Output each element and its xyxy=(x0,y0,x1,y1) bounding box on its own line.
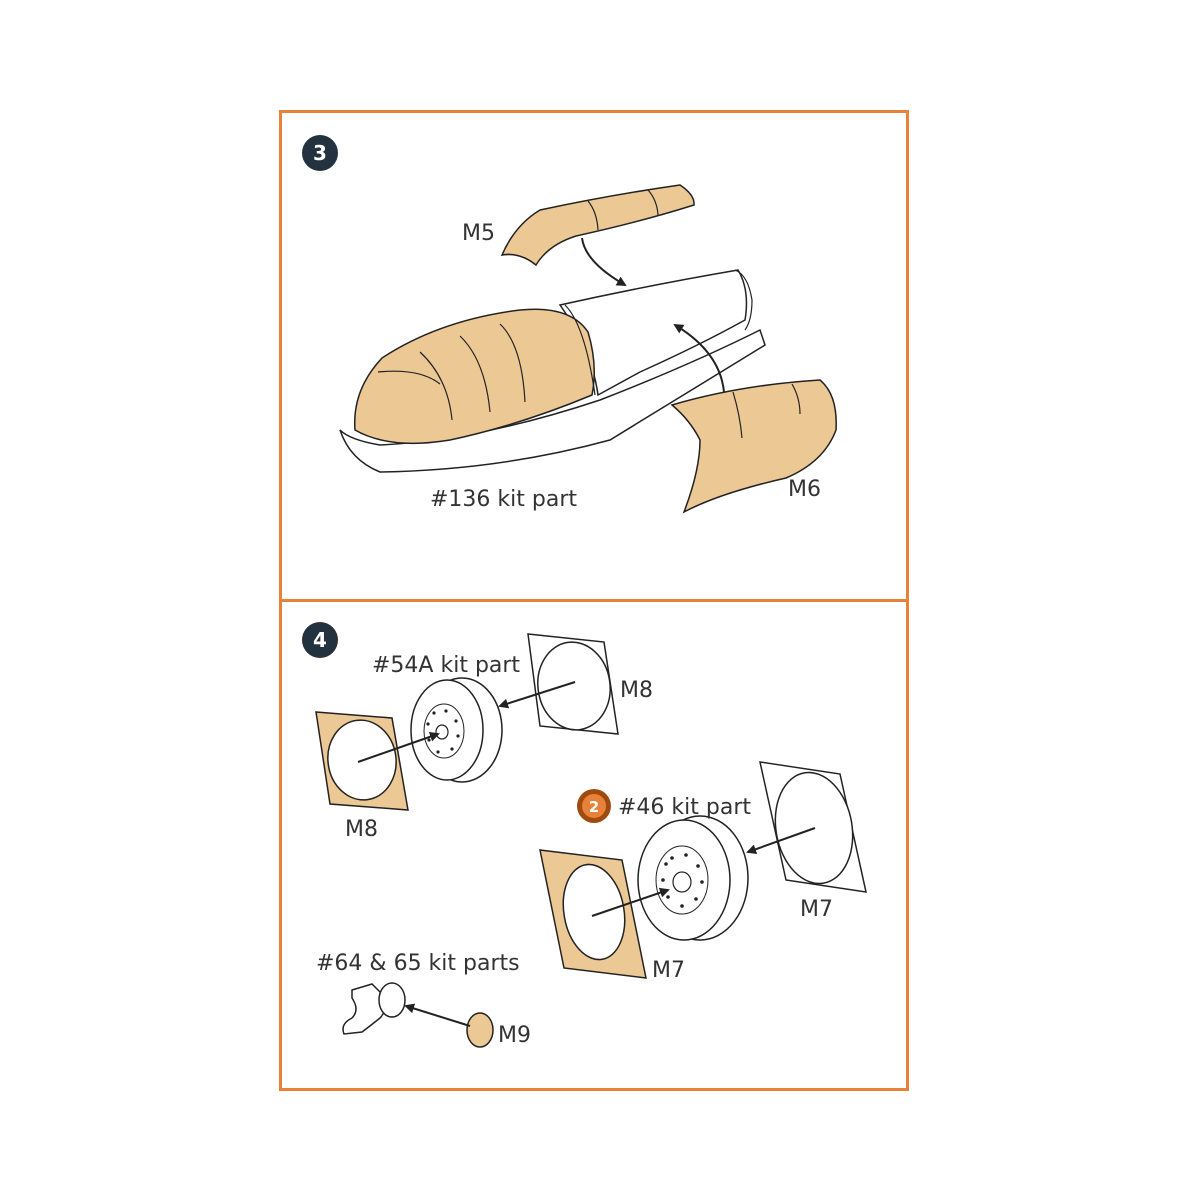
m9-mask xyxy=(466,1012,494,1048)
label-m7-left: M7 xyxy=(652,958,685,983)
label-46-kit-part: #46 kit part xyxy=(618,795,751,820)
m8-left-arrow xyxy=(357,731,440,763)
m8-right-arrow xyxy=(498,681,576,709)
m6-mask xyxy=(670,379,837,514)
m5-arrow xyxy=(581,237,627,286)
m7-right-arrow xyxy=(746,827,816,855)
canopy-kit-part xyxy=(339,269,766,473)
m9-arrow xyxy=(404,1003,471,1027)
label-m8-left: M8 xyxy=(345,817,378,842)
callout-number: 2 xyxy=(589,798,599,816)
m8-right-mask xyxy=(527,633,619,735)
wheel-54a-kit-part xyxy=(410,677,503,783)
wheel-46-kit-part xyxy=(637,815,749,941)
label-136-kit-part: #136 kit part xyxy=(430,487,577,512)
step-3-badge: 3 xyxy=(302,135,338,171)
m5-mask xyxy=(500,184,695,267)
label-m7-right: M7 xyxy=(800,897,833,922)
m7-left-mask xyxy=(539,849,647,979)
m7-left-arrow xyxy=(591,887,670,917)
bracket-64-65-kit-parts xyxy=(342,982,406,1035)
part-reference-callout: 2 xyxy=(577,789,611,823)
step-4-badge: 4 xyxy=(302,622,338,658)
label-54a-kit-part: #54A kit part xyxy=(372,653,520,678)
m6-arrow xyxy=(673,323,725,393)
label-m8-right: M8 xyxy=(620,678,653,703)
label-m6: M6 xyxy=(788,477,821,502)
label-64-65-kit-parts: #64 & 65 kit parts xyxy=(316,951,520,976)
m7-right-mask xyxy=(759,761,867,893)
label-m9: M9 xyxy=(498,1023,531,1048)
label-m5: M5 xyxy=(462,221,495,246)
